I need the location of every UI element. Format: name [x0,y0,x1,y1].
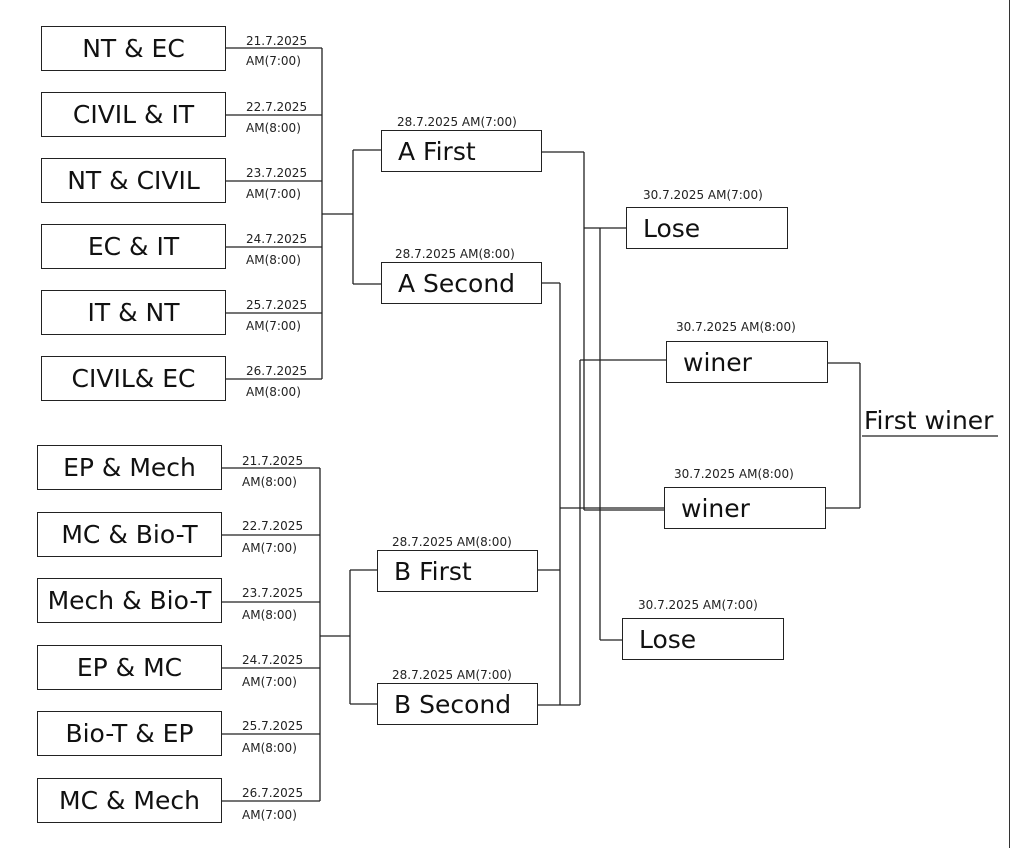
group-b-match-2: MC & Bio-T [37,512,222,557]
group-a-match-5-date: 25.7.2025 [246,298,308,312]
group-a-match-4-time: AM(8:00) [246,253,301,267]
group-b-match-1: EP & Mech [37,445,222,490]
group-b-match-3: Mech & Bio-T [37,578,222,623]
group-a-match-2-date: 22.7.2025 [246,100,308,114]
a-first-box: A First [381,130,542,172]
b-first-schedule: 28.7.2025 AM(8:00) [392,535,512,549]
group-a-match-1-time: AM(7:00) [246,54,301,68]
winer-bottom-schedule: 30.7.2025 AM(8:00) [674,467,794,481]
group-a-match-3-time: AM(7:00) [246,187,301,201]
group-a-match-4-date: 24.7.2025 [246,232,308,246]
winer-top-schedule: 30.7.2025 AM(8:00) [676,320,796,334]
winer-top-box: winer [666,341,828,383]
group-a-match-1-date: 21.7.2025 [246,34,308,48]
group-b-match-2-date: 22.7.2025 [242,519,304,533]
group-a-match-1: NT & EC [41,26,226,71]
group-b-match-6: MC & Mech [37,778,222,823]
group-b-match-4: EP & MC [37,645,222,690]
a-second-schedule: 28.7.2025 AM(8:00) [395,247,515,261]
group-a-match-3: NT & CIVIL [41,158,226,203]
winer-bottom-box: winer [664,487,826,529]
group-a-match-5: IT & NT [41,290,226,335]
b-second-box: B Second [377,683,538,725]
page-right-border [1008,0,1010,848]
group-b-match-5-time: AM(8:00) [242,741,297,755]
group-b-match-4-time: AM(7:00) [242,675,297,689]
group-b-match-4-date: 24.7.2025 [242,653,304,667]
group-b-match-6-time: AM(7:00) [242,808,297,822]
group-a-match-4: EC & IT [41,224,226,269]
a-first-schedule: 28.7.2025 AM(7:00) [397,115,517,129]
group-b-match-2-time: AM(7:00) [242,541,297,555]
group-a-match-5-time: AM(7:00) [246,319,301,333]
group-b-match-5: Bio-T & EP [37,711,222,756]
b-first-box: B First [377,550,538,592]
group-a-match-3-date: 23.7.2025 [246,166,308,180]
group-b-match-1-time: AM(8:00) [242,475,297,489]
group-a-match-6: CIVIL& EC [41,356,226,401]
group-a-match-6-time: AM(8:00) [246,385,301,399]
group-a-match-2: CIVIL & IT [41,92,226,137]
group-b-match-1-date: 21.7.2025 [242,454,304,468]
b-second-schedule: 28.7.2025 AM(7:00) [392,668,512,682]
group-a-match-6-date: 26.7.2025 [246,364,308,378]
lose-bottom-box: Lose [622,618,784,660]
group-a-match-2-time: AM(8:00) [246,121,301,135]
group-b-match-3-date: 23.7.2025 [242,586,304,600]
final-winner-label: First winer [864,406,994,435]
group-b-match-5-date: 25.7.2025 [242,719,304,733]
group-b-match-3-time: AM(8:00) [242,608,297,622]
group-b-match-6-date: 26.7.2025 [242,786,304,800]
lose-top-schedule: 30.7.2025 AM(7:00) [643,188,763,202]
lose-bottom-schedule: 30.7.2025 AM(7:00) [638,598,758,612]
a-second-box: A Second [381,262,542,304]
lose-top-box: Lose [626,207,788,249]
